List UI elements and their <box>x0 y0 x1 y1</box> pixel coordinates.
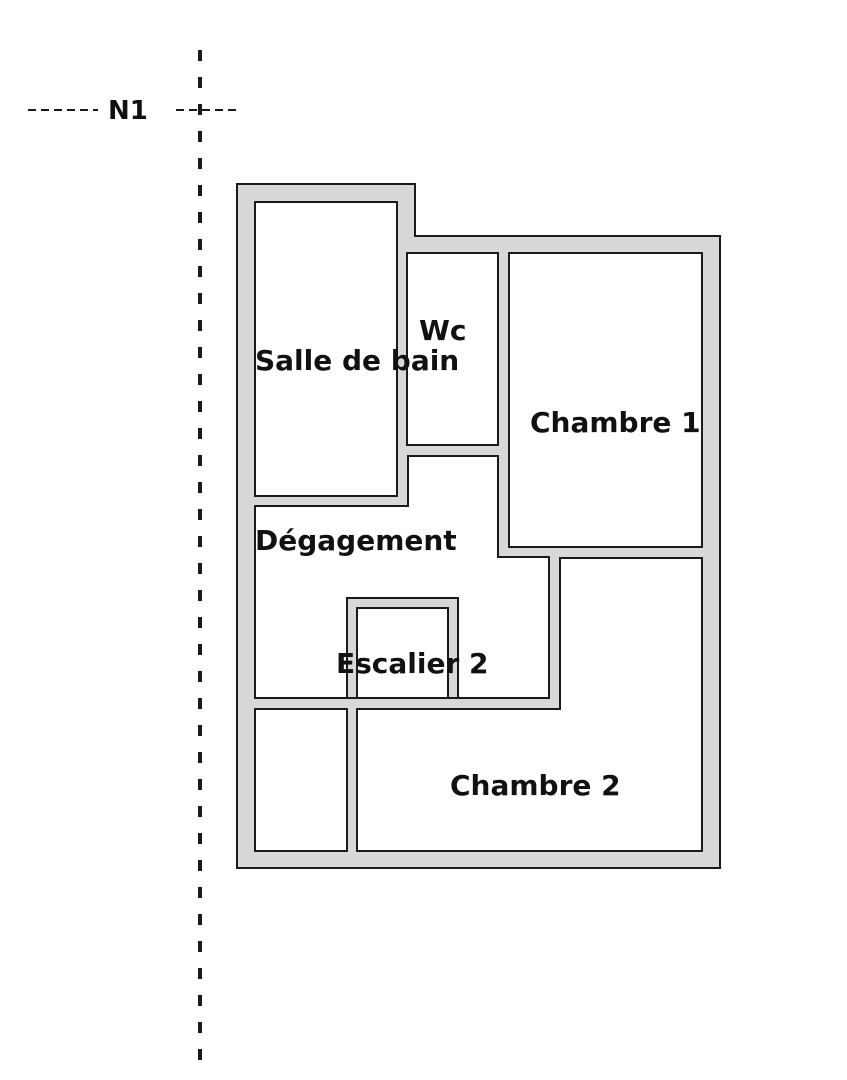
room-escalier-2 <box>356 607 449 699</box>
label-degagement: Dégagement <box>255 524 457 557</box>
label-escalier-2: Escalier 2 <box>336 647 489 680</box>
level-label: N1 <box>108 96 148 126</box>
room-closet <box>254 708 348 852</box>
room-chambre-1 <box>508 252 703 548</box>
room-salle-de-bain <box>254 201 398 497</box>
label-chambre-1: Chambre 1 <box>530 406 701 439</box>
label-wc: Wc <box>419 314 466 347</box>
label-chambre-2: Chambre 2 <box>450 769 621 802</box>
room-wc <box>406 252 499 446</box>
label-salle-de-bain: Salle de bain <box>255 344 459 377</box>
room-chambre-2 <box>356 557 703 852</box>
